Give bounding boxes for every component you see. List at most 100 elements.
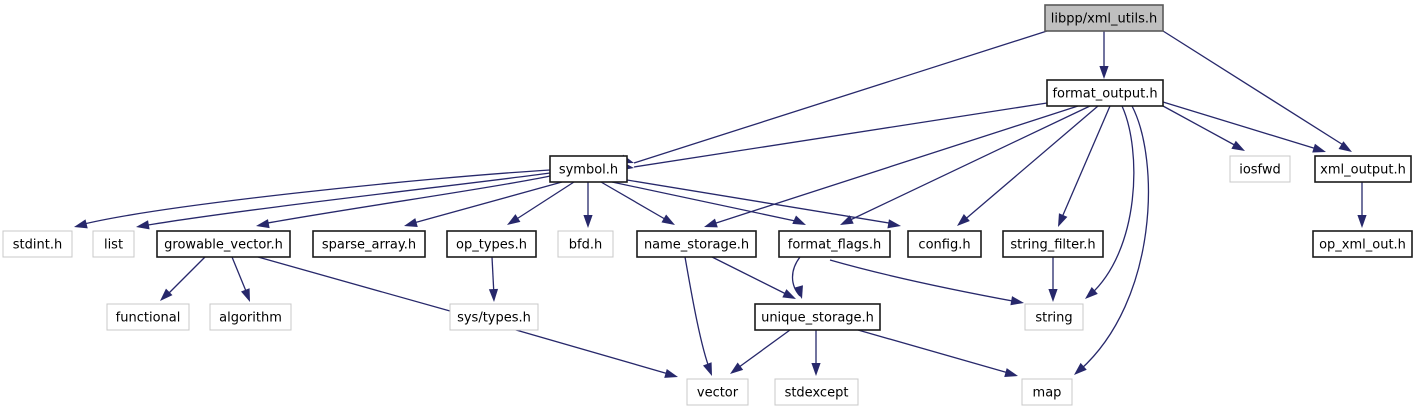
arrowhead-unique_storage-to-vector — [730, 362, 744, 374]
arrowhead-string_filter-to-string — [1048, 288, 1058, 302]
node-box-list[interactable] — [92, 230, 135, 258]
node-label-format_flags: format_flags.h — [788, 238, 881, 253]
edge-name_storage-to-unique_storage — [711, 256, 791, 297]
node-label-string: string — [1035, 311, 1072, 326]
node-op_types[interactable]: op_types.h — [446, 230, 537, 258]
node-box-format_output[interactable] — [1046, 79, 1164, 107]
arrowhead-unique_storage-to-map — [1004, 368, 1018, 377]
node-label-format_output: format_output.h — [1052, 87, 1157, 102]
node-string[interactable]: string — [1024, 303, 1084, 331]
node-label-op_types: op_types.h — [456, 238, 527, 253]
node-label-name_storage: name_storage.h — [644, 238, 749, 253]
node-box-algorithm[interactable] — [209, 303, 292, 331]
node-map[interactable]: map — [1021, 378, 1073, 406]
node-algorithm[interactable]: algorithm — [209, 303, 292, 331]
node-box-systypes[interactable] — [449, 303, 539, 331]
arrowhead-symbol-to-format_flags — [792, 215, 806, 225]
node-xml_output[interactable]: xml_output.h — [1314, 155, 1412, 183]
node-xml_utils[interactable]: libpp/xml_utils.h — [1044, 4, 1164, 32]
edge-format_output-to-string_filter — [1059, 105, 1111, 223]
node-box-op_types[interactable] — [446, 230, 537, 258]
node-label-xml_utils: libpp/xml_utils.h — [1051, 12, 1158, 27]
node-box-format_flags[interactable] — [778, 230, 891, 258]
node-label-functional: functional — [116, 311, 181, 326]
node-box-unique_storage[interactable] — [754, 303, 881, 331]
node-format_flags[interactable]: format_flags.h — [778, 230, 891, 258]
edge-format_output-to-config — [961, 105, 1099, 223]
node-layer: libpp/xml_utils.h format_output.h symbol.h… — [2, 4, 1413, 406]
node-format_output[interactable]: format_output.h — [1046, 79, 1164, 107]
node-box-string[interactable] — [1024, 303, 1084, 331]
node-stdint[interactable]: stdint.h — [2, 230, 73, 258]
node-box-xml_output[interactable] — [1314, 155, 1412, 183]
edge-layer — [74, 30, 1367, 378]
node-growable_vector[interactable]: growable_vector.h — [156, 230, 291, 258]
arrowhead-growable_vector-to-vector — [664, 368, 678, 378]
node-systypes[interactable]: sys/types.h — [449, 303, 539, 331]
node-label-symbol: symbol.h — [559, 163, 618, 178]
edge-symbol-to-name_storage — [600, 181, 671, 223]
node-symbol[interactable]: symbol.h — [549, 155, 628, 183]
node-box-stdint[interactable] — [2, 230, 73, 258]
node-unique_storage[interactable]: unique_storage.h — [754, 303, 881, 331]
arrowhead-xml_utils-to-format_output — [1099, 65, 1109, 79]
node-label-stdexcept: stdexcept — [785, 386, 849, 401]
edge-name_storage-to-vector — [684, 256, 711, 371]
arrowhead-symbol-to-name_storage — [661, 214, 675, 225]
node-box-op_xml_out[interactable] — [1312, 230, 1413, 258]
node-label-bfd: bfd.h — [569, 238, 602, 253]
node-box-sparse_array[interactable] — [312, 230, 426, 258]
node-box-symbol[interactable] — [549, 155, 628, 183]
arrowhead-format_output-to-xml_output — [1312, 143, 1326, 153]
edge-format_output-to-iosfwd — [1162, 105, 1241, 149]
node-iosfwd[interactable]: iosfwd — [1229, 155, 1291, 183]
node-box-name_storage[interactable] — [636, 230, 757, 258]
edge-format_output-to-format_flags — [845, 105, 1091, 223]
node-label-config: config.h — [918, 238, 970, 253]
arrowhead-symbol-to-sparse_array — [404, 218, 418, 227]
node-bfd[interactable]: bfd.h — [557, 230, 614, 258]
node-box-vector[interactable] — [686, 378, 749, 406]
node-label-iosfwd: iosfwd — [1239, 163, 1281, 178]
node-vector[interactable]: vector — [686, 378, 749, 406]
node-op_xml_out[interactable]: op_xml_out.h — [1312, 230, 1413, 258]
node-stdexcept[interactable]: stdexcept — [774, 378, 859, 406]
edge-symbol-to-stdint — [79, 169, 551, 226]
node-label-sparse_array: sparse_array.h — [322, 238, 416, 253]
arrowhead-symbol-to-growable_vector — [256, 219, 270, 229]
node-box-functional[interactable] — [106, 303, 190, 331]
arrowhead-format_output-to-name_storage — [704, 218, 718, 228]
node-box-growable_vector[interactable] — [156, 230, 291, 258]
node-name_storage[interactable]: name_storage.h — [636, 230, 757, 258]
node-config[interactable]: config.h — [907, 230, 982, 258]
edge-symbol-to-growable_vector — [261, 175, 551, 225]
node-box-xml_utils[interactable] — [1044, 4, 1164, 32]
arrowhead-format_output-to-map — [1074, 362, 1087, 375]
node-label-map: map — [1033, 386, 1062, 401]
arrowhead-name_storage-to-unique_storage — [782, 289, 796, 299]
edge-format_flags-to-string — [829, 259, 1019, 303]
edge-growable_vector-to-functional — [164, 256, 206, 298]
node-string_filter[interactable]: string_filter.h — [1002, 230, 1104, 258]
node-box-config[interactable] — [907, 230, 982, 258]
node-label-list: list — [104, 238, 123, 253]
node-functional[interactable]: functional — [106, 303, 190, 331]
node-list[interactable]: list — [92, 230, 135, 258]
node-label-unique_storage: unique_storage.h — [761, 311, 874, 326]
node-box-map[interactable] — [1021, 378, 1073, 406]
arrowhead-unique_storage-to-stdexcept — [811, 362, 821, 376]
node-label-systypes: sys/types.h — [457, 311, 531, 326]
arrowhead-xml_utils-to-xml_output — [1338, 141, 1352, 152]
edge-symbol-to-list — [141, 172, 551, 227]
node-label-stdint: stdint.h — [13, 238, 62, 253]
node-box-stdexcept[interactable] — [774, 378, 859, 406]
node-box-bfd[interactable] — [557, 230, 614, 258]
node-sparse_array[interactable]: sparse_array.h — [312, 230, 426, 258]
arrowhead-format_output-to-config — [957, 214, 970, 226]
node-box-string_filter[interactable] — [1002, 230, 1104, 258]
arrowhead-growable_vector-to-algorithm — [241, 288, 250, 302]
edge-xml_utils-to-xml_output — [1162, 30, 1349, 149]
edge-unique_storage-to-vector — [734, 329, 791, 371]
node-box-iosfwd[interactable] — [1229, 155, 1291, 183]
